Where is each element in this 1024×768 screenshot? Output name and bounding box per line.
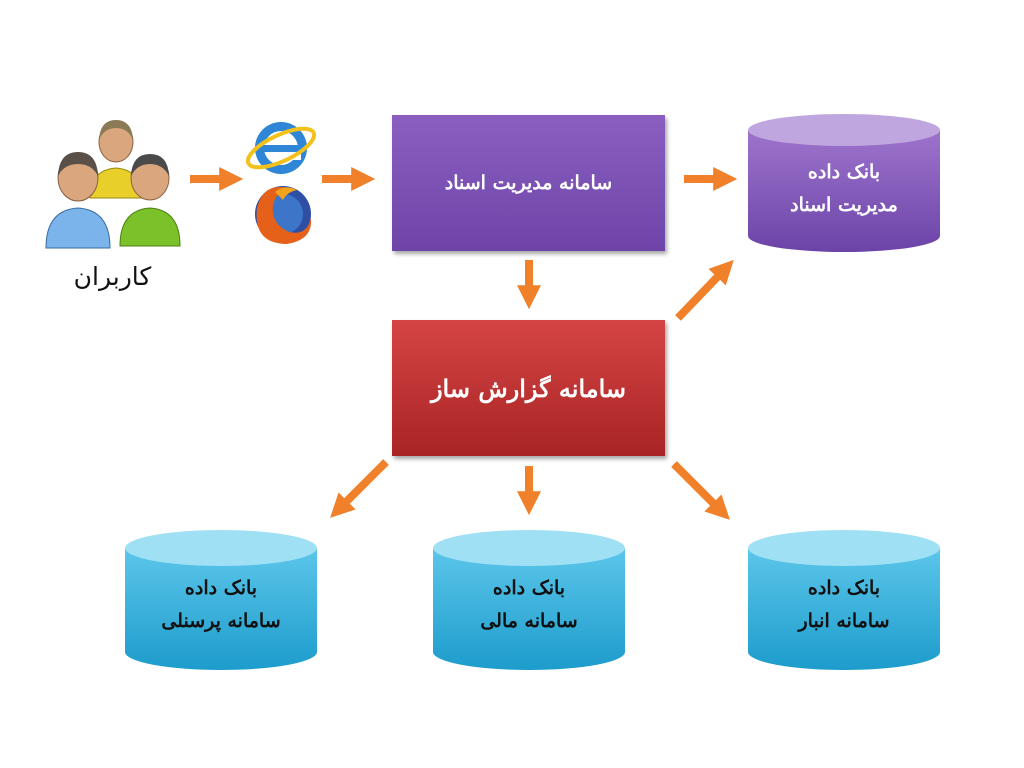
finance-db-line2: سامانه مالی — [480, 610, 578, 632]
finance-db-line1: بانک داده — [492, 577, 566, 599]
personnel-db-line1: بانک داده — [184, 577, 258, 599]
docs-management-system-box: سامانه مدیریت اسناد — [392, 115, 665, 251]
docs-management-system-label: سامانه مدیریت اسناد — [444, 172, 613, 194]
personnel-db-line2: سامانه پرسنلی — [161, 610, 281, 632]
internet-explorer-icon — [245, 122, 317, 174]
database-cylinder-icon — [125, 530, 317, 670]
arrow-report-system-to-personnel-db — [330, 459, 389, 518]
firefox-icon — [255, 186, 312, 244]
arrow-report-system-to-warehouse-db — [671, 461, 730, 520]
finance-database: بانک داده سامانه مالی — [433, 530, 625, 670]
database-cylinder-icon — [433, 530, 625, 670]
warehouse-database: بانک داده سامانه انبار — [748, 530, 940, 670]
warehouse-db-line2: سامانه انبار — [798, 610, 890, 632]
warehouse-db-line1: بانک داده — [807, 577, 881, 599]
database-cylinder-icon — [748, 530, 940, 670]
users-icon — [45, 120, 181, 249]
docs-db-line2: مدیریت اسناد — [790, 194, 898, 216]
docs-database: بانک داده مدیریت اسناد — [748, 114, 940, 252]
browser-icons — [245, 122, 317, 244]
docs-db-line1: بانک داده — [807, 161, 881, 183]
users-label: کاربران — [73, 262, 152, 291]
personnel-database: بانک داده سامانه پرسنلی — [125, 530, 317, 670]
report-builder-system-label: سامانه گزارش ساز — [430, 373, 627, 403]
database-cylinder-icon — [748, 114, 940, 252]
arrow-report-system-to-docs-db — [675, 259, 734, 321]
report-builder-system-box: سامانه گزارش ساز — [392, 320, 665, 456]
